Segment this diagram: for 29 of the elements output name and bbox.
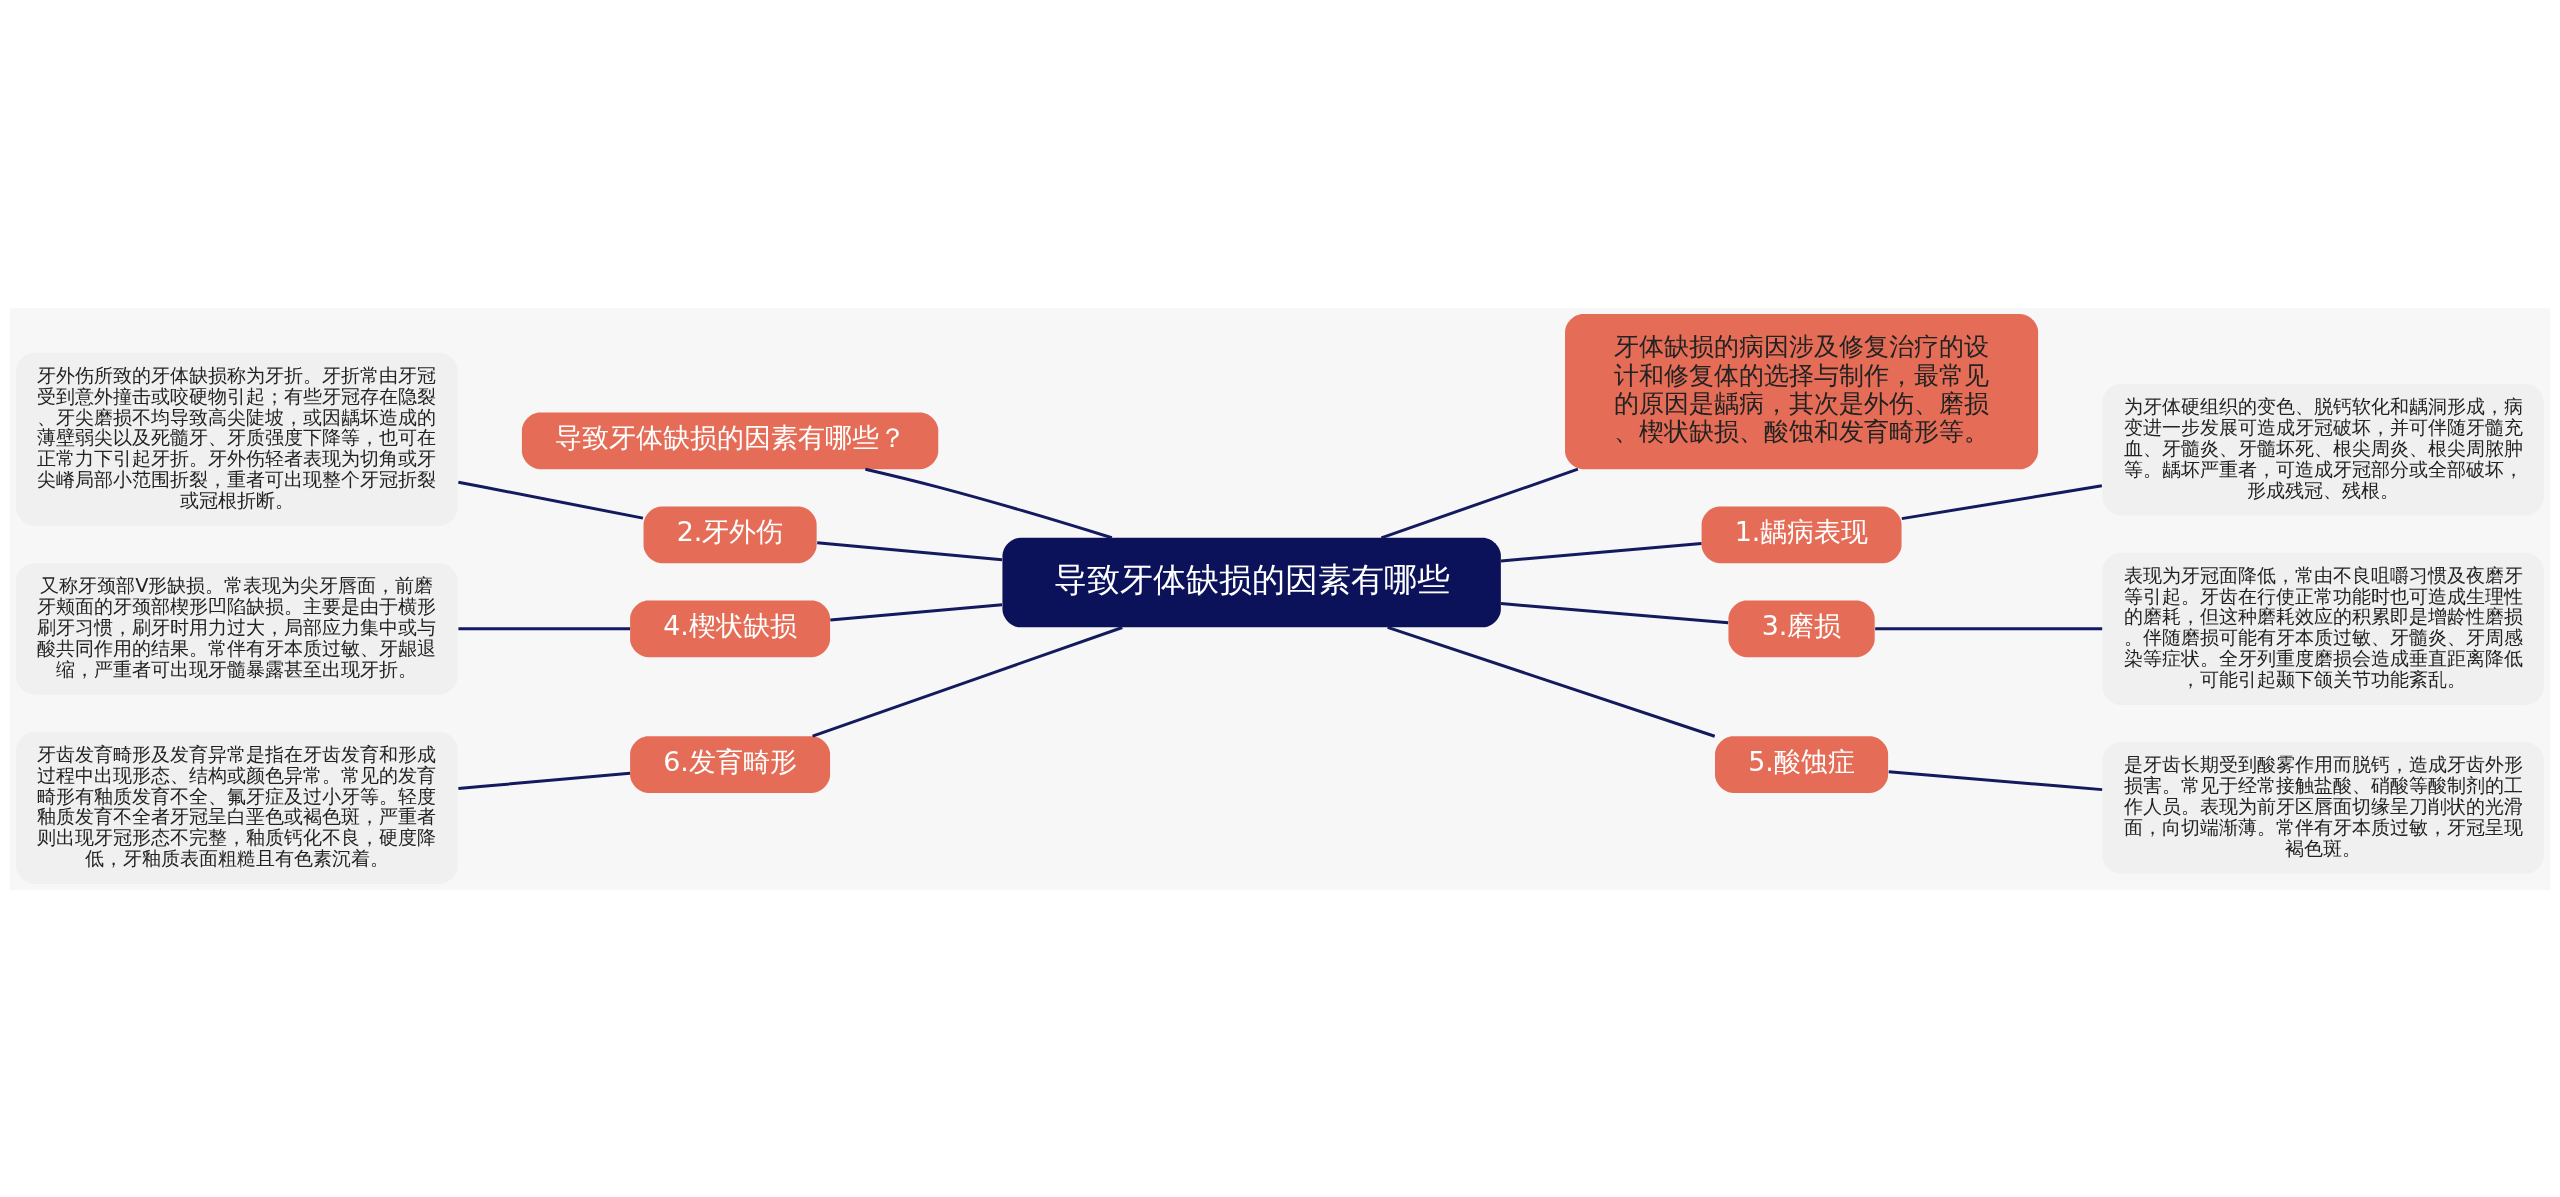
connector xyxy=(817,540,1003,561)
connector xyxy=(830,602,1003,622)
connector xyxy=(1875,626,2103,630)
connector xyxy=(1387,625,1716,738)
node-box: 表现为牙冠面降低，常由不良咀嚼习惯及夜磨牙等引起。牙齿在行使正常功能时也可造成生理性的磨耗，但这种磨耗效应的积累即是增龄性磨损。伴随磨损可能有牙本质过敏、牙髓炎、牙周感染等症状。全牙列重度磨损会造成垂直距离降低，可能引起颞下颌关节功能紊乱。 xyxy=(2102,552,2544,705)
connector xyxy=(1500,541,1702,562)
node-box: 1.龋病表现 xyxy=(1701,506,1902,563)
node-box: 又称牙颈部V形缺损。常表现为尖牙唇面，前磨牙颊面的牙颈部楔形凹陷缺损。主要是由于横形刷牙习惯，刷牙时用力过大，局部应力集中或与酸共同作用的结果。常伴有牙本质过敏、牙龈退缩，严重者可出现牙髓暴露甚至出现牙折。 xyxy=(16,562,458,694)
node-box: 牙体缺损的病因涉及修复治疗的设计和修复体的选择与制作，最常见的原因是龋病，其次是外伤、磨损、楔状缺损、酸蚀和发育畸形等。 xyxy=(1565,313,2039,469)
connector xyxy=(1380,467,1579,539)
connector xyxy=(865,467,1113,539)
node-box: 为牙体硬组织的变色、脱钙软化和龋洞形成，病变进一步发展可造成牙冠破坏，并可伴随牙髓充血、牙髓炎、牙髓坏死、根尖周炎、根尖周脓肿等。龋坏严重者，可造成牙冠部分或全部破坏，形成残冠、残根。 xyxy=(2102,383,2544,515)
connector xyxy=(1901,483,2103,520)
node-box: 5.酸蚀症 xyxy=(1715,735,1889,793)
connector xyxy=(458,771,631,790)
node-box: 2.牙外伤 xyxy=(643,506,817,563)
connector xyxy=(1888,769,2103,791)
node-box: 牙齿发育畸形及发育异常是指在牙齿发育和形成过程中出现形态、结构或颜色异常。常见的发育畸形有釉质发育不全、氟牙症及过小牙等。轻度釉质发育不全者牙冠呈白垩色或褐色斑，严重者则出现牙冠形态不完整，釉质钙化不良，硬度降低，牙釉质表面粗糙且有色素沉着。 xyxy=(16,731,458,884)
connector xyxy=(458,626,631,630)
node-box: 是牙齿长期受到酸雾作用而脱钙，造成牙齿外形损害。常见于经常接触盐酸、硝酸等酸制剂的工作人员。表现为前牙区唇面切缘呈刀削状的光滑面，向切端渐薄。常伴有牙本质过敏，牙冠呈现褐色斑。 xyxy=(2102,741,2544,874)
node-box: 牙外伤所致的牙体缺损称为牙折。牙折常由牙冠受到意外撞击或咬硬物引起；有些牙冠存在隐裂、牙尖磨损不均导致高尖陡坡，或因龋坏造成的薄壁弱尖以及死髓牙、牙质强度下降等，也可在正常力下引起牙折。牙外伤轻者表现为切角或牙尖嵴局部小范围折裂，重者可出现整个牙冠折裂或冠根折断。 xyxy=(16,352,458,526)
node-box: 3.磨损 xyxy=(1728,600,1875,657)
node-box: 导致牙体缺损的因素有哪些？ xyxy=(521,411,939,469)
node-box: 导致牙体缺损的因素有哪些 xyxy=(1002,537,1501,627)
node-box: 6.发育畸形 xyxy=(630,735,831,793)
node-box: 4.楔状缺损 xyxy=(630,600,831,657)
connector xyxy=(458,480,644,520)
connector xyxy=(1500,601,1729,624)
connector xyxy=(812,625,1123,738)
